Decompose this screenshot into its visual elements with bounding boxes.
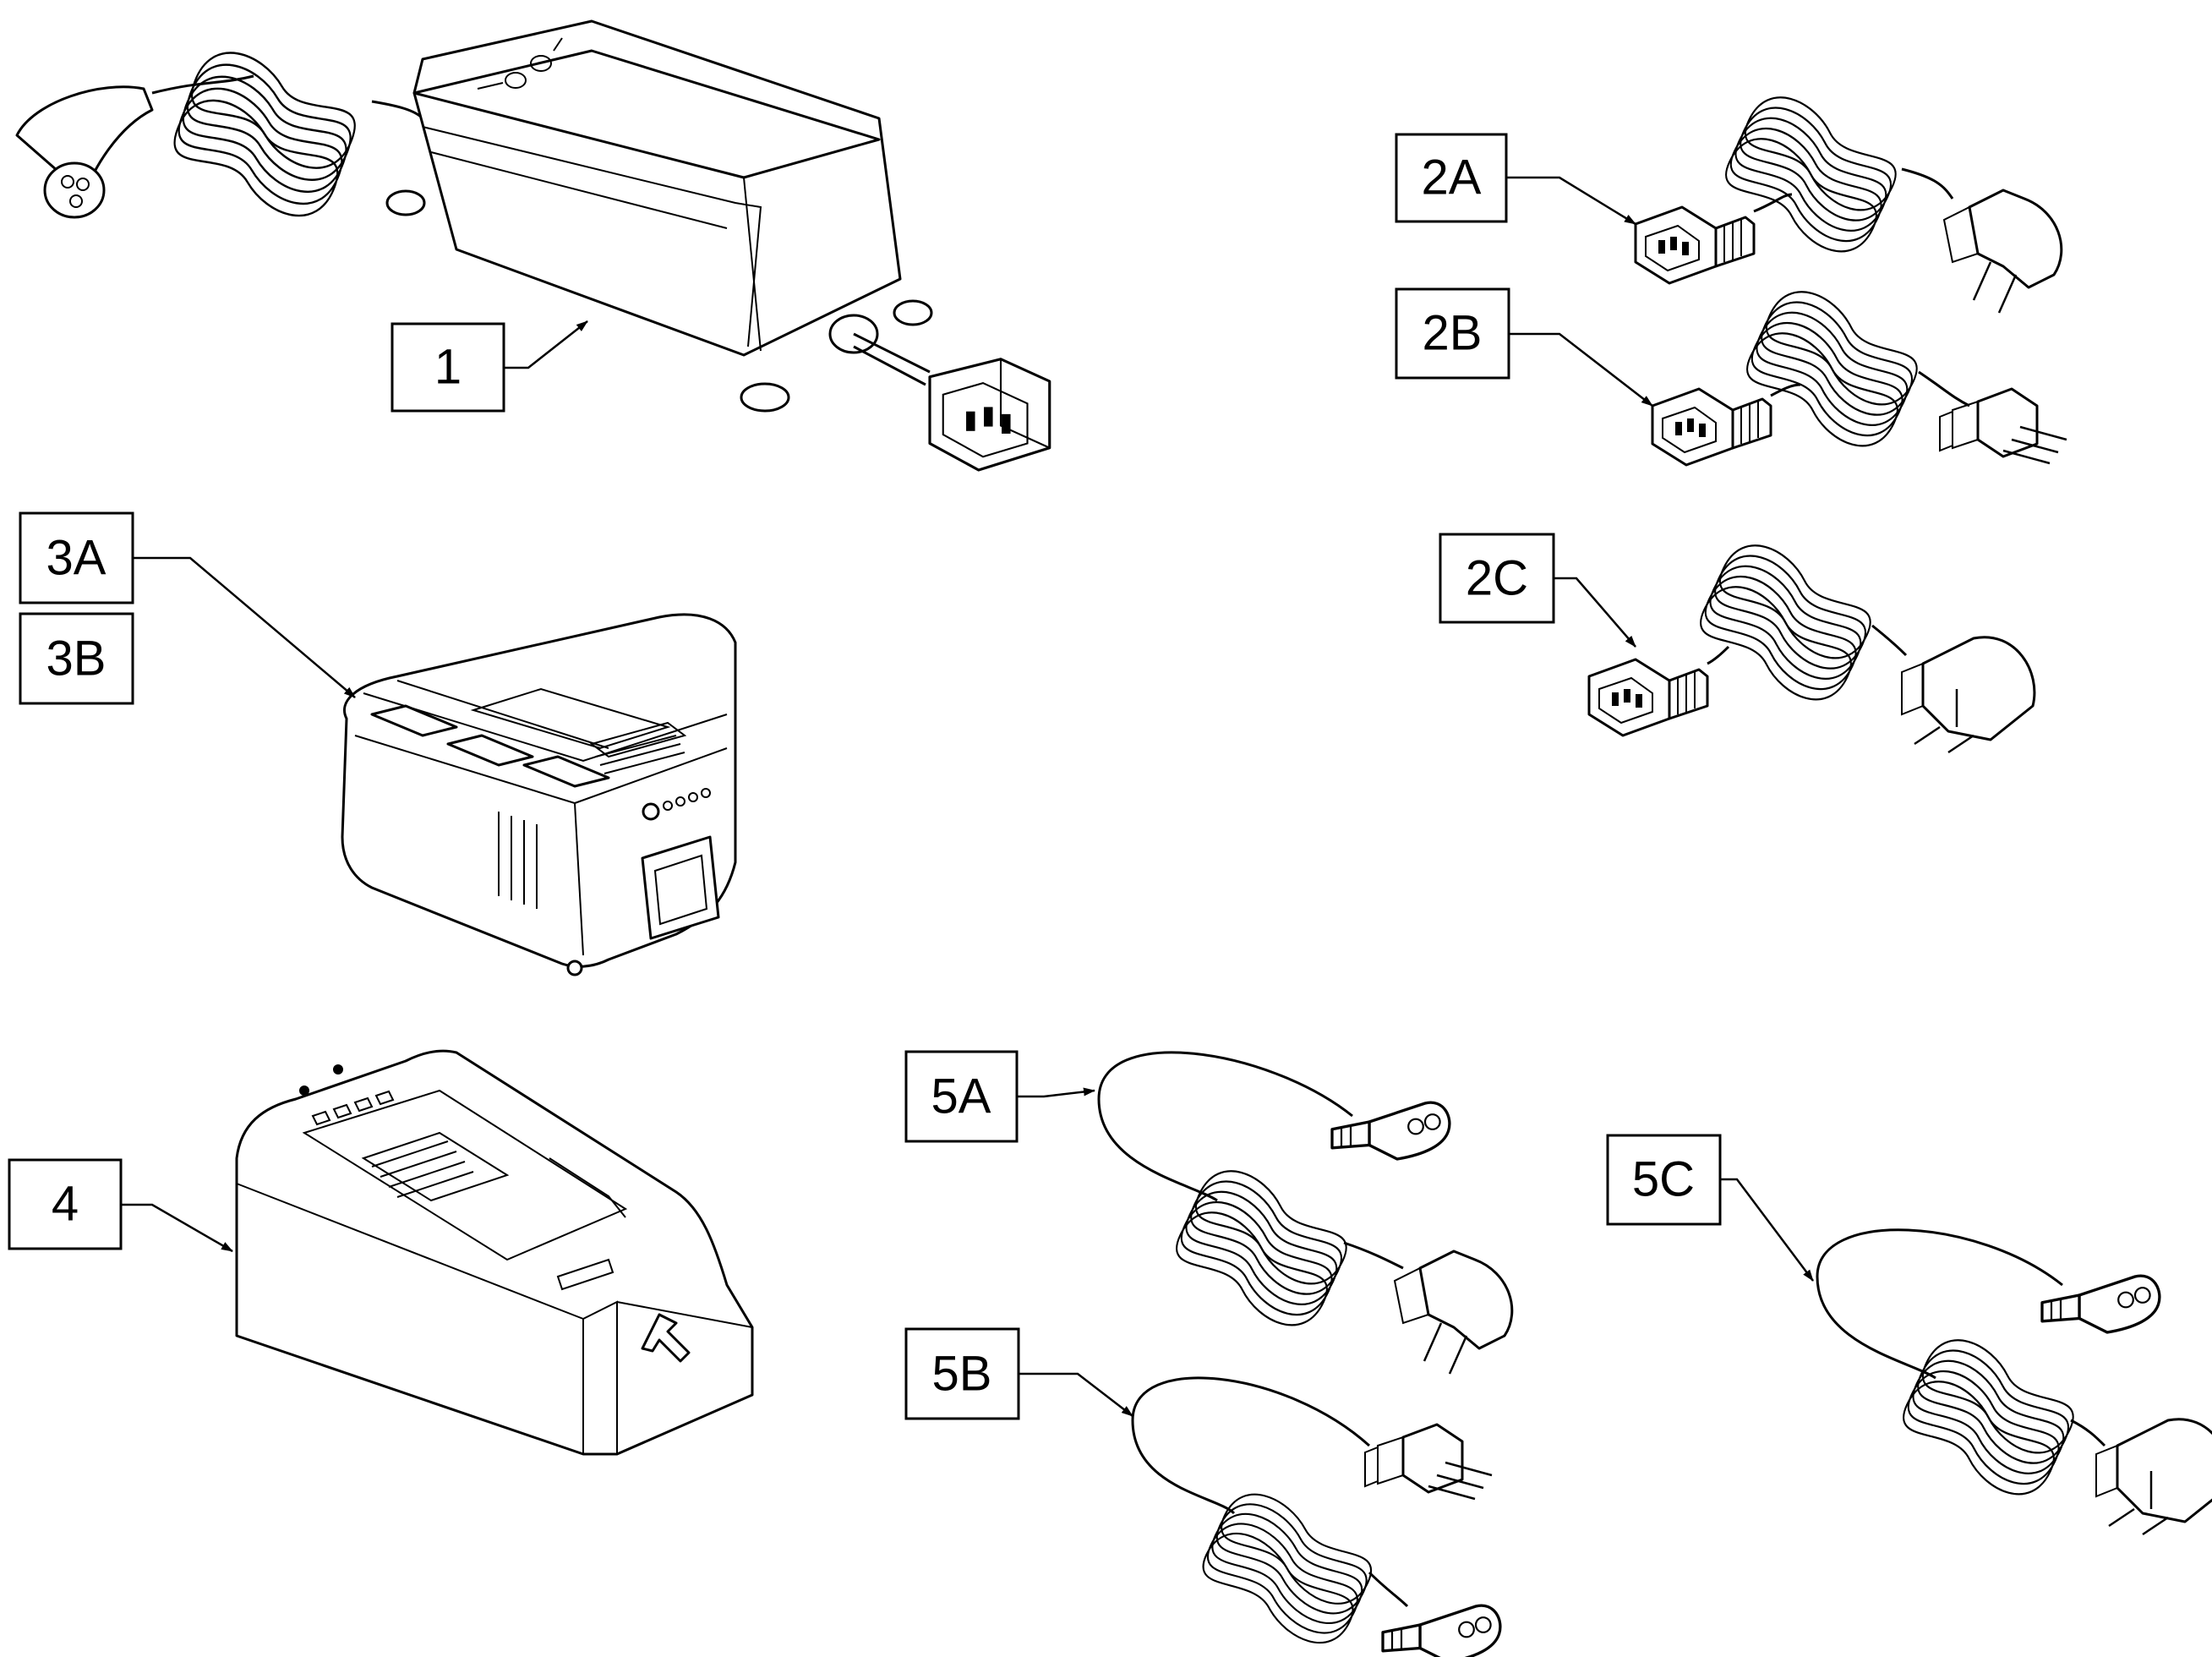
label-5a-text: 5A — [931, 1069, 991, 1124]
charger-4 — [235, 1049, 754, 1456]
label-1: 1 — [391, 322, 505, 413]
label-2c-text: 2C — [1466, 551, 1528, 606]
battery-3a-3b — [341, 613, 737, 976]
label-5b: 5B — [904, 1327, 1020, 1420]
cable-2a — [1634, 85, 2063, 314]
label-5a: 5A — [904, 1050, 1019, 1143]
cable-5b — [1131, 1376, 1502, 1657]
cable-2c — [1587, 533, 2036, 754]
cable-5c — [1816, 1228, 2212, 1536]
label-3b-text: 3B — [46, 632, 107, 686]
power-supply-1 — [15, 19, 1051, 472]
label-3a-text: 3A — [46, 531, 107, 586]
label-4: 4 — [8, 1158, 123, 1250]
label-5c-text: 5C — [1632, 1152, 1695, 1207]
label-2b: 2B — [1395, 287, 1510, 380]
leader-lines — [121, 176, 1814, 1417]
label-2c: 2C — [1439, 533, 1555, 624]
label-2a-text: 2A — [1422, 150, 1482, 205]
cable-2b — [1651, 279, 2068, 467]
label-2a: 2A — [1395, 133, 1508, 223]
label-5c: 5C — [1606, 1134, 1722, 1226]
label-3b: 3B — [19, 612, 134, 705]
label-3a: 3A — [19, 511, 134, 604]
label-1-text: 1 — [434, 340, 462, 395]
label-2b-text: 2B — [1423, 306, 1483, 361]
cable-5a — [1097, 1051, 1514, 1375]
label-5b-text: 5B — [932, 1347, 992, 1402]
label-4-text: 4 — [52, 1177, 79, 1232]
